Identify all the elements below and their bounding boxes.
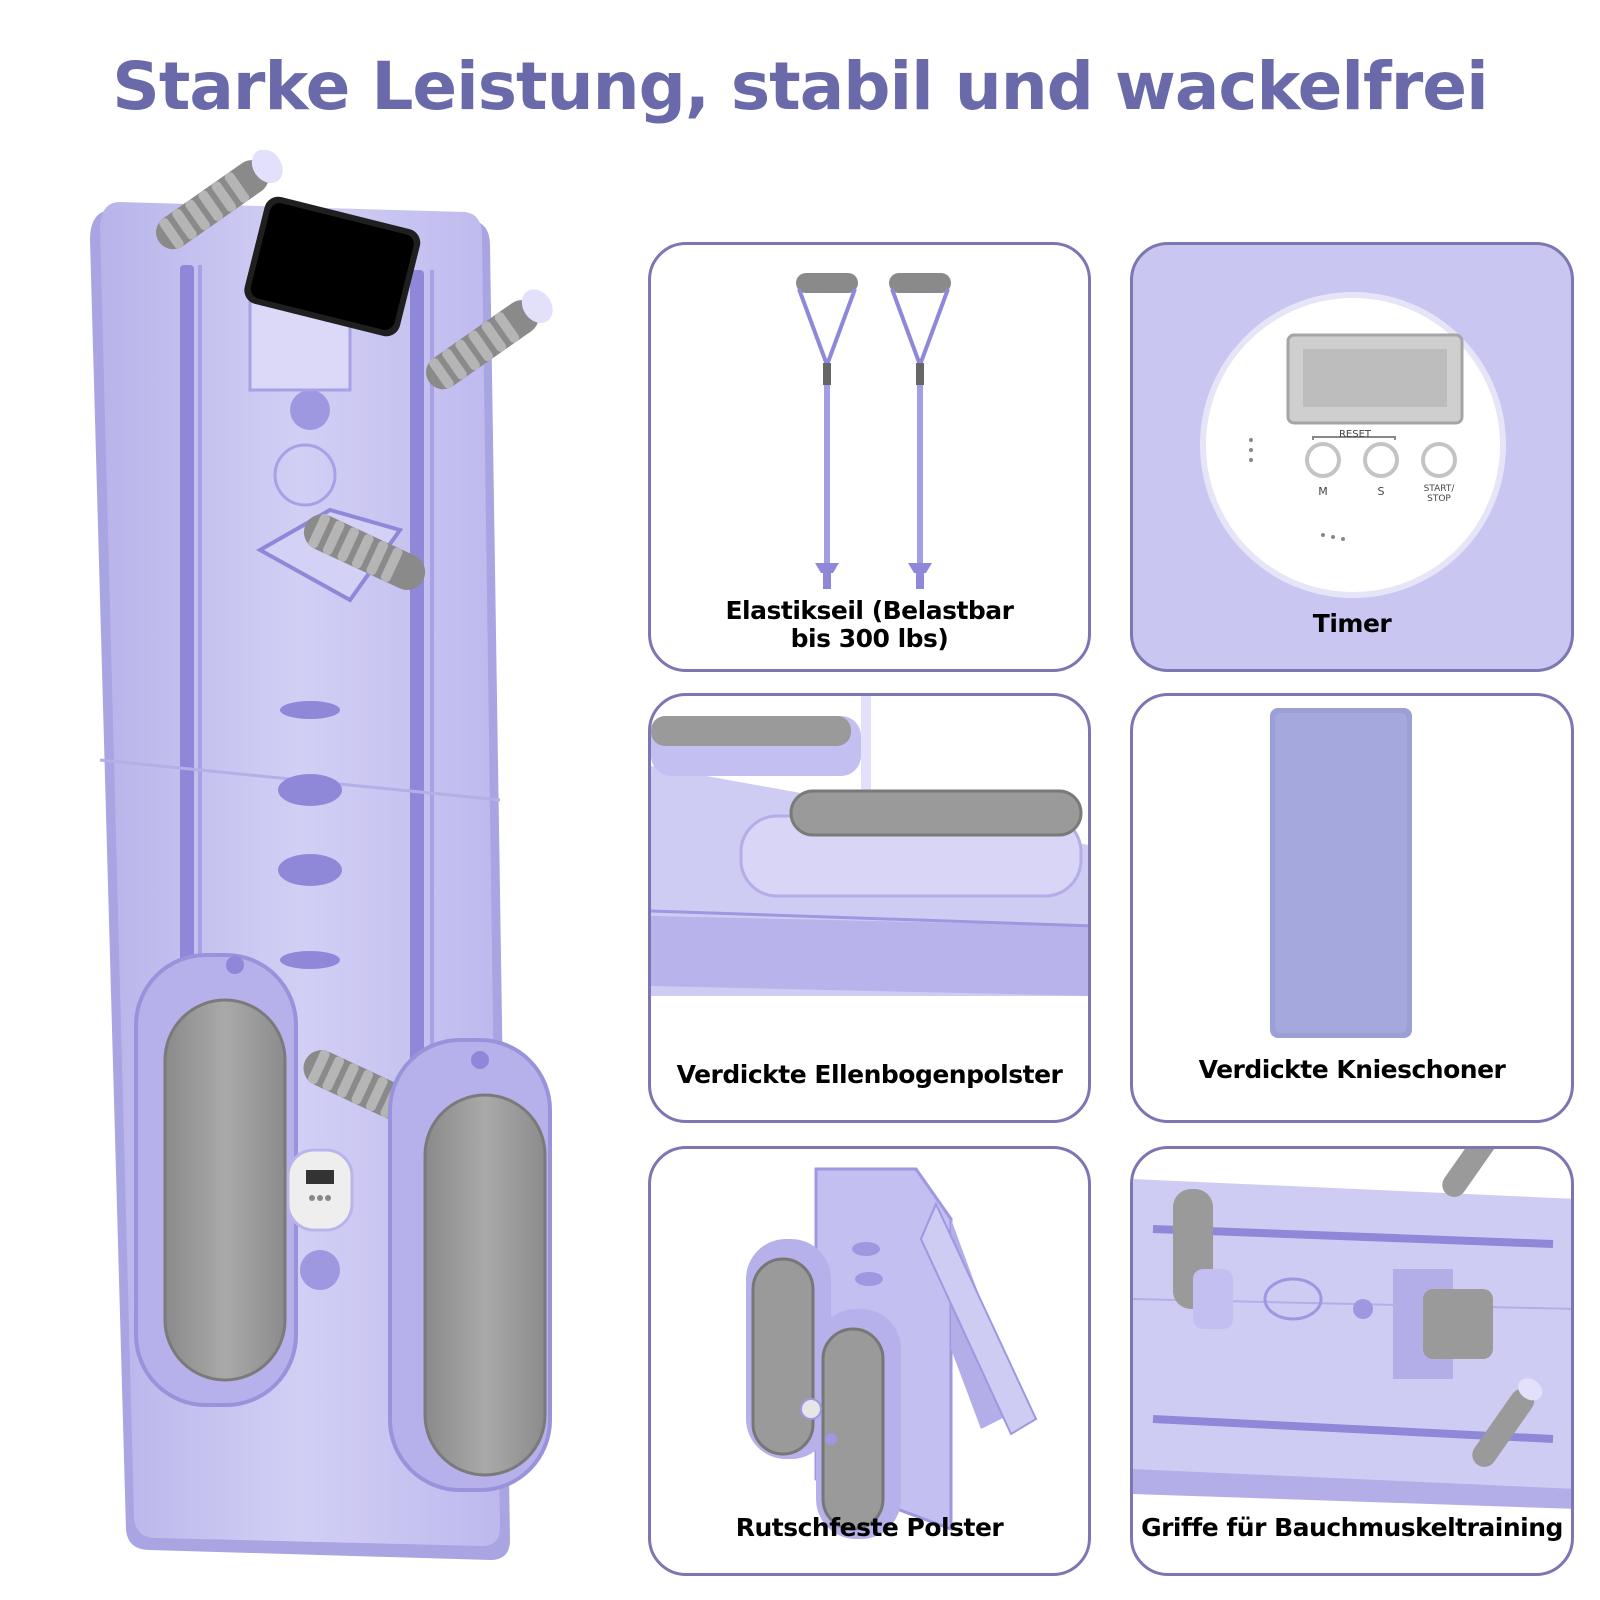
feature-card-timer: RESET M S START/ STOP Timer	[1130, 242, 1574, 672]
feature-card-knee-pad: Verdickte Knieschoner	[1130, 693, 1574, 1123]
feature-card-ab-handles: Griffe für Bauchmuskeltraining	[1130, 1146, 1574, 1576]
feature-label-elastic-rope: Elastikseil (Belastbar bis 300 lbs)	[725, 596, 1014, 653]
ab-handles-illustration	[1133, 1149, 1571, 1509]
timer-reset-label: RESET	[1339, 429, 1372, 440]
timer-start-stop-label: START/	[1424, 484, 1456, 494]
knee-pad-illustration	[1270, 708, 1412, 1038]
folded-board-illustration	[746, 1167, 1038, 1539]
timer-m-label: M	[1318, 485, 1328, 498]
timer-illustration: RESET M S START/ STOP	[1200, 292, 1506, 598]
feature-label-non-slip-pads: Rutschfeste Polster	[735, 1513, 1004, 1542]
feature-card-non-slip-pads: Rutschfeste Polster	[648, 1146, 1091, 1576]
timer-stop-label: STOP	[1427, 494, 1451, 504]
timer-s-label: S	[1378, 485, 1385, 498]
board-illustration	[90, 150, 553, 1560]
page-title: Starke Leistung, stabil und wackelfrei	[112, 48, 1488, 125]
feature-card-elbow-pads: Verdickte Ellenbogenpolster	[648, 693, 1091, 1123]
elbow-pads-illustration	[651, 696, 1088, 996]
feature-label-ab-handles: Griffe für Bauchmuskeltraining	[1141, 1513, 1563, 1542]
feature-label-timer: Timer	[1312, 609, 1392, 638]
elastic-rope-illustration	[796, 273, 951, 589]
feature-card-elastic-rope: Elastikseil (Belastbar bis 300 lbs)	[648, 242, 1091, 672]
feature-label-elbow-pads: Verdickte Ellenbogenpolster	[676, 1060, 1063, 1089]
feature-label-knee-pad: Verdickte Knieschoner	[1198, 1055, 1506, 1084]
